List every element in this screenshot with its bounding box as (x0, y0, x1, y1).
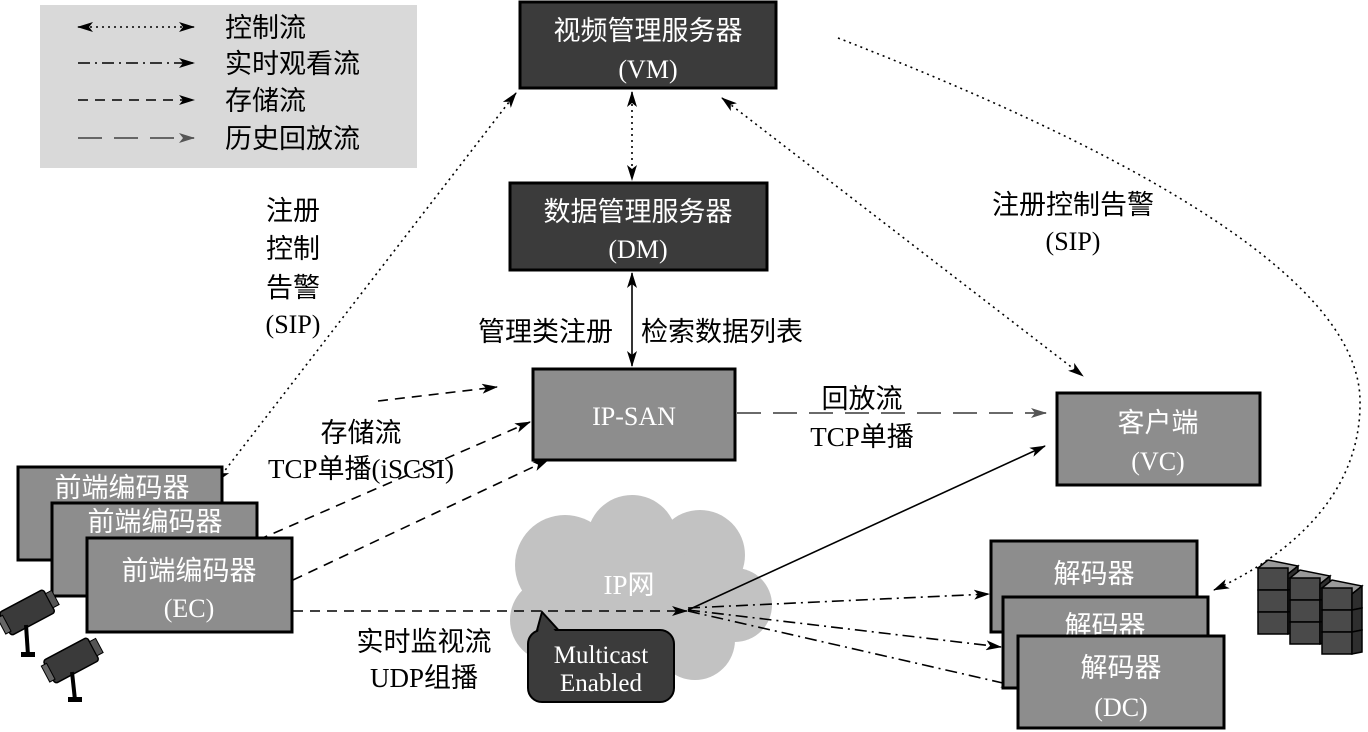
legend-playback-flow-label: 历史回放流 (225, 124, 360, 154)
camera-icon (40, 637, 104, 702)
legend: 控制流 实时观看流 存储流 历史回放流 (40, 5, 417, 168)
dm-query-label: 检索数据列表 (641, 317, 803, 347)
storage-flow-1 (377, 383, 498, 402)
live-monitor-label: 实时监视流 UDP组播 (357, 627, 492, 693)
legend-live-view-flow-label: 实时观看流 (225, 49, 360, 79)
ip-san-storage: IP-SAN (531, 367, 737, 462)
svg-text:UDP组播: UDP组播 (370, 663, 478, 693)
svg-text:告警: 告警 (266, 273, 320, 303)
dm-code: (DM) (608, 235, 667, 264)
live-flow-to-decoder-1 (687, 589, 990, 609)
camera-icon (0, 589, 60, 657)
svg-text:(SIP): (SIP) (266, 310, 321, 339)
storage-flow-2 (257, 421, 531, 541)
legend-control-flow-label: 控制流 (225, 13, 306, 43)
svg-text:TCP单播(iSCSI): TCP单播(iSCSI) (268, 454, 454, 484)
decoder-back-label: 解码器 (1054, 559, 1135, 589)
client-vc: 客户端 (VC) (1055, 391, 1262, 487)
vm-code: (VM) (618, 55, 677, 84)
vc-name: 客户端 (1118, 408, 1199, 438)
encoder-front-label: 前端编码器 (122, 556, 257, 586)
multicast-badge: Multicast Enabled (527, 609, 675, 703)
vm-encoder-control-link (215, 92, 517, 483)
svg-text:控制: 控制 (266, 234, 320, 264)
encoder-code: (EC) (164, 594, 215, 623)
encoder-middle-label: 前端编码器 (88, 507, 223, 537)
storage-label: 存储流 TCP单播(iSCSI) (268, 418, 454, 484)
svg-text:存储流: 存储流 (321, 418, 402, 448)
ip-network-label: IP网 (603, 570, 654, 600)
multicast-line1: Multicast (554, 642, 648, 669)
ipsan-name: IP-SAN (592, 402, 676, 431)
playback-label: 回放流 TCP单播 (810, 384, 914, 452)
live-flow-to-client (687, 445, 1046, 611)
vm-decoder-control-link (837, 37, 1361, 591)
svg-text:实时监视流: 实时监视流 (357, 627, 492, 657)
live-flow-to-decoder-2 (687, 609, 1002, 651)
svg-text:回放流: 回放流 (822, 384, 903, 414)
svg-text:注册控制告警: 注册控制告警 (992, 190, 1154, 220)
video-wall-icon (1256, 559, 1364, 655)
dm-register-label: 管理类注册 (478, 317, 613, 347)
legend-storage-flow-label: 存储流 (225, 86, 306, 116)
svg-text:注册: 注册 (266, 196, 320, 226)
data-management-server: 数据管理服务器 (DM) (508, 181, 769, 272)
svg-text:TCP单播: TCP单播 (810, 422, 914, 452)
connections (215, 37, 1361, 688)
vc-code: (VC) (1131, 447, 1184, 476)
decoder-front-label: 解码器 (1081, 653, 1162, 683)
decoder-code: (DC) (1094, 693, 1147, 722)
storage-flow-3 (292, 459, 549, 581)
live-flow-to-decoder-3 (687, 610, 1017, 688)
svg-text:(SIP): (SIP) (1046, 227, 1101, 256)
client-sip-label: 注册控制告警 (SIP) (992, 190, 1154, 256)
encoder-stack: 前端编码器 前端编码器 前端编码器 (EC) (16, 465, 294, 634)
decoder-stack: 解码器 解码器 解码器 (DC) (989, 539, 1226, 730)
video-management-server: 视频管理服务器 (VM) (518, 0, 778, 90)
dm-name: 数据管理服务器 (544, 197, 733, 227)
encoder-back-label: 前端编码器 (55, 473, 190, 503)
encoder-sip-label: 注册 控制 告警 (SIP) (266, 196, 321, 339)
vm-client-control-link (721, 97, 1084, 377)
vm-name: 视频管理服务器 (554, 16, 743, 46)
multicast-line2: Enabled (560, 670, 642, 697)
